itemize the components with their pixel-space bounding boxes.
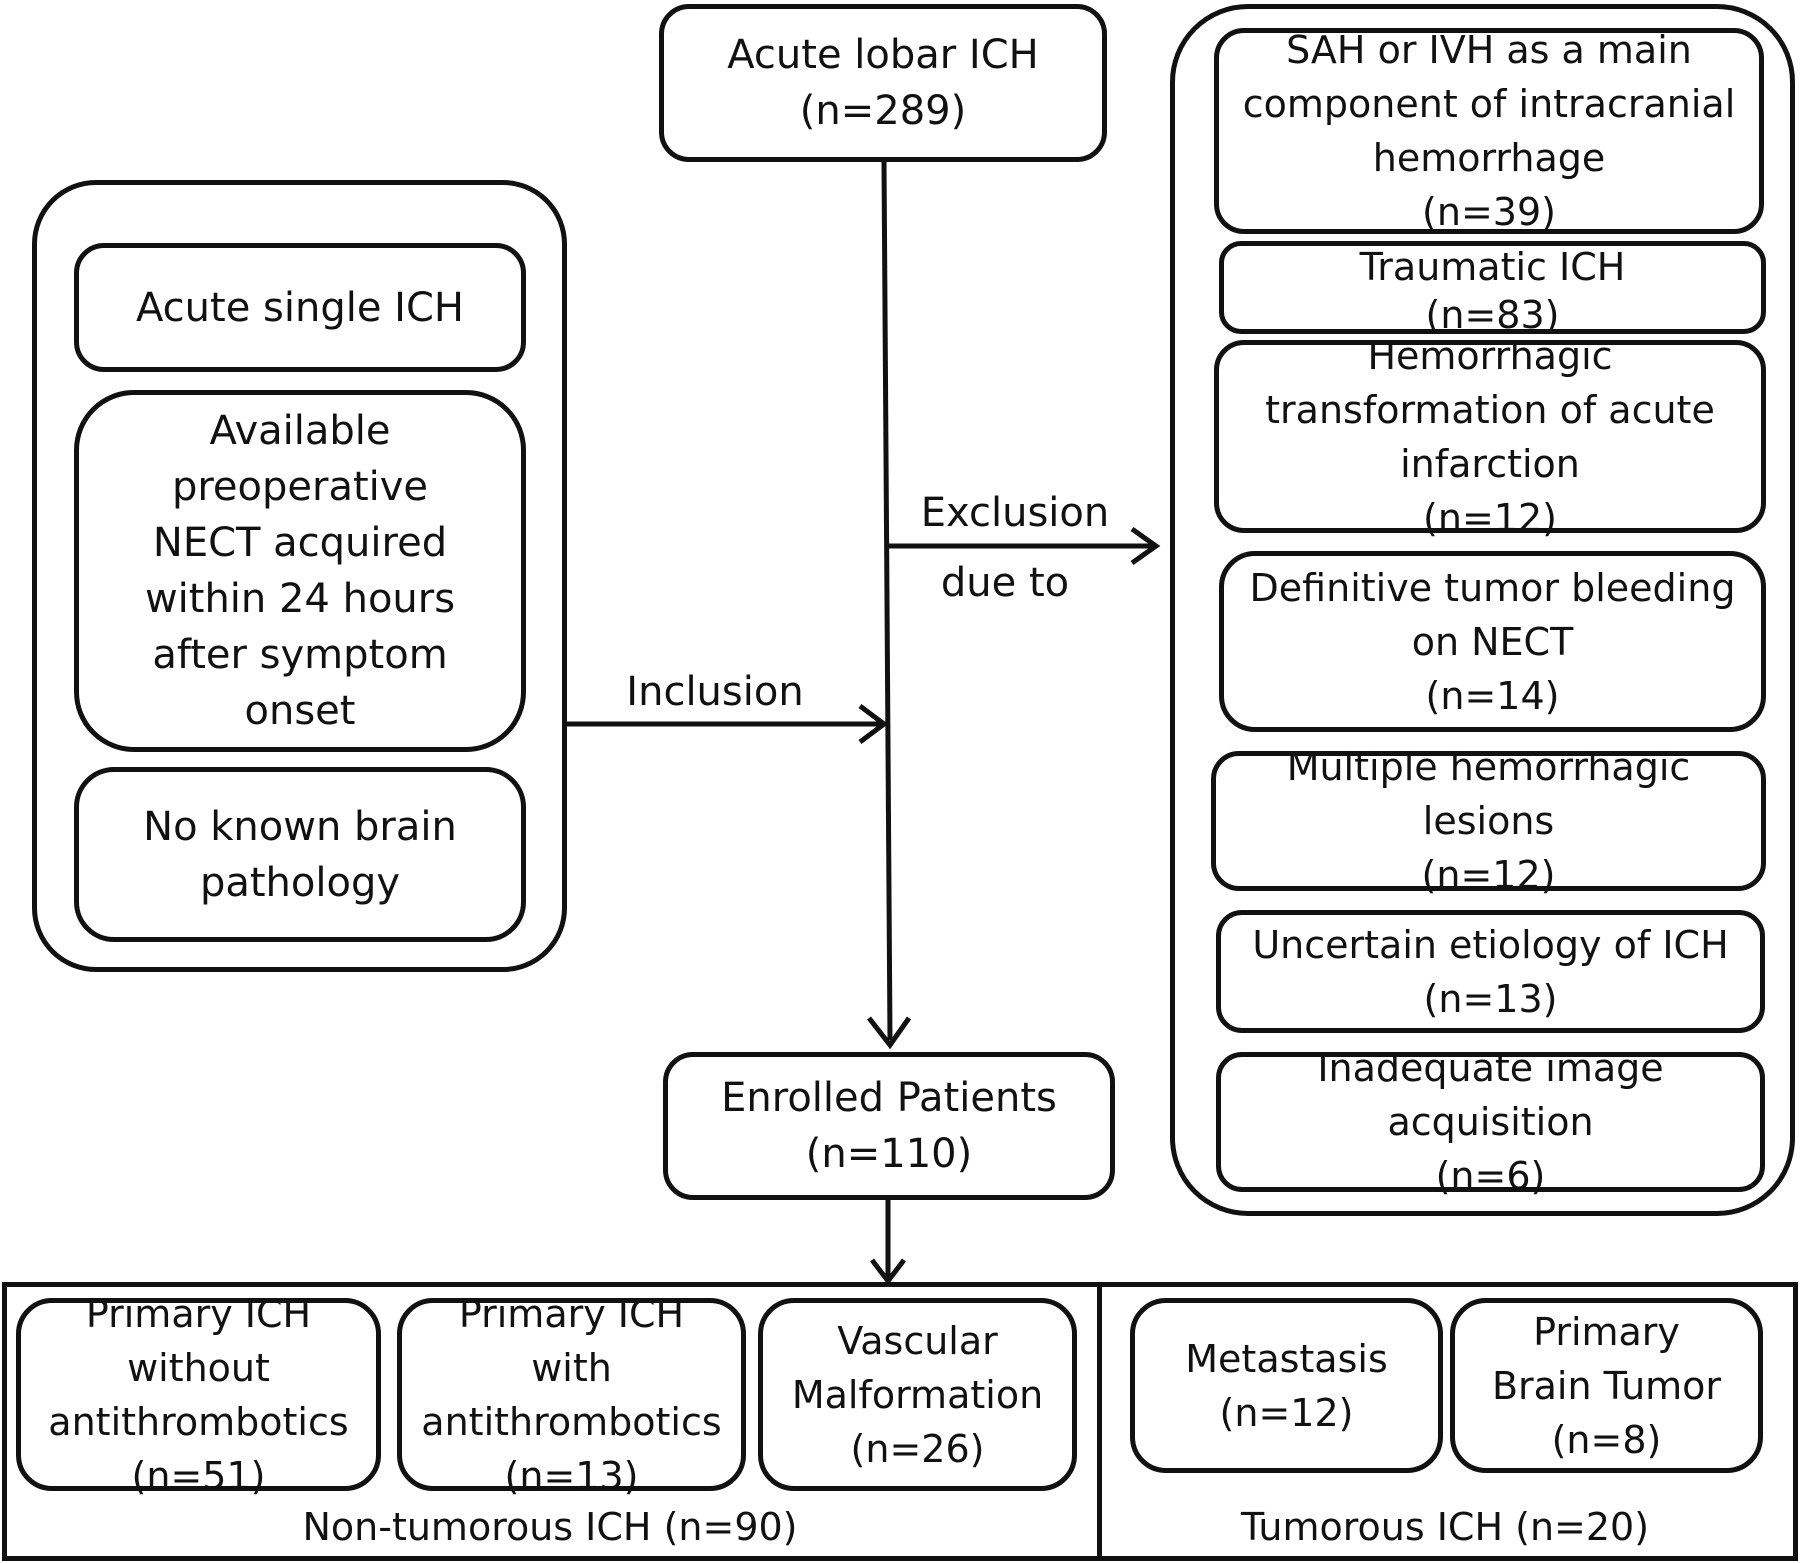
inclusion-label: Inclusion (626, 669, 804, 715)
start-count: (n=289) (799, 88, 967, 134)
main-flow-arrowhead (867, 1016, 912, 1050)
exclusion-count: (n=14) (1425, 673, 1560, 718)
exclusion-label: Exclusion (920, 490, 1110, 536)
enrolled-to-groups-arrowhead (870, 1258, 906, 1286)
category-line: Malformation (791, 1372, 1044, 1417)
tumorous-metastasis: Metastasis (n=12) (1130, 1298, 1443, 1473)
exclusion-uncertain-etiology: Uncertain etiology of ICH (n=13) (1216, 910, 1765, 1033)
criterion-line: onset (244, 688, 356, 734)
category-count: (n=12) (1219, 1390, 1354, 1435)
non-tumorous-primary-with: Primary ICH with antithrombotics (n=13) (397, 1292, 746, 1498)
exclusion-label-due-to: due to (940, 560, 1070, 606)
inclusion-criterion-nect: Available preoperative NECT acquired wit… (74, 390, 526, 752)
enrolled-box: Enrolled Patients (n=110) (663, 1052, 1115, 1200)
exclusion-line: on NECT (1411, 619, 1574, 664)
exclusion-count: (n=6) (1435, 1154, 1546, 1198)
category-line: antithrombotics (421, 1399, 722, 1444)
category-line: Primary ICH (85, 1291, 312, 1336)
category-line: Metastasis (1185, 1336, 1388, 1381)
category-count: (n=26) (850, 1426, 985, 1471)
main-flow-line (881, 161, 893, 1041)
criterion-line: within 24 hours (144, 576, 456, 622)
exclusion-line: Inadequate image (1317, 1046, 1664, 1090)
non-tumorous-label: Non-tumorous ICH (n=90) (302, 1505, 798, 1549)
criterion-line: NECT acquired (152, 520, 448, 566)
exclusion-line: infarction (1400, 441, 1580, 486)
exclusion-arrowhead (1130, 526, 1161, 566)
category-line: without (127, 1345, 270, 1390)
criterion-line: No known brain (143, 803, 457, 850)
exclusion-traumatic: Traumatic ICH (n=83) (1219, 241, 1766, 337)
exclusion-line: hemorrhage (1372, 136, 1606, 180)
exclusion-line: Hemorrhagic (1367, 333, 1613, 378)
criterion-line: after symptom (152, 632, 448, 678)
exclusion-count: (n=83) (1425, 292, 1560, 337)
criterion-line: preoperative (171, 464, 429, 510)
exclusion-count: (n=12) (1421, 853, 1556, 897)
exclusion-hemorrhagic-transformation: Hemorrhagic transformation of acute infa… (1214, 334, 1766, 540)
category-count: (n=13) (504, 1453, 639, 1498)
exclusion-line: Multiple hemorrhagic (1286, 745, 1691, 789)
exclusion-tumor-bleeding: Definitive tumor bleeding on NECT (n=14) (1219, 551, 1766, 732)
tumorous-label: Tumorous ICH (n=20) (1240, 1505, 1650, 1549)
tumorous-group (1097, 1282, 1798, 1561)
category-count: (n=51) (131, 1453, 266, 1498)
exclusion-count: (n=12) (1423, 495, 1557, 540)
category-line: Primary ICH (458, 1291, 685, 1336)
tumorous-primary-brain-tumor: Primary Brain Tumor (n=8) (1450, 1298, 1763, 1473)
category-line: antithrombotics (48, 1399, 349, 1444)
inclusion-criterion-single-ich: Acute single ICH (74, 243, 526, 372)
inclusion-criterion-no-pathology: No known brain pathology (74, 767, 526, 942)
exclusion-line: SAH or IVH as a main (1286, 28, 1692, 72)
exclusion-line: lesions (1422, 799, 1555, 843)
exclusion-multiple-lesions: Multiple hemorrhagic lesions (n=12) (1211, 745, 1766, 897)
category-line: Brain Tumor (1491, 1363, 1722, 1408)
exclusion-line: transformation of acute (1265, 387, 1715, 432)
start-box: Acute lobar ICH (n=289) (659, 4, 1107, 162)
exclusion-sah-ivh: SAH or IVH as a main component of intrac… (1214, 28, 1764, 234)
inclusion-arrowhead (858, 704, 889, 744)
exclusion-inadequate-image: Inadequate image acquisition (n=6) (1216, 1046, 1765, 1198)
category-line: with (531, 1345, 612, 1390)
exclusion-line: component of intracranial (1242, 82, 1736, 126)
exclusion-line: Definitive tumor bleeding (1249, 565, 1736, 610)
exclusion-line: Uncertain etiology of ICH (1252, 922, 1729, 967)
enrolled-count: (n=110) (805, 1131, 973, 1177)
enrolled-label: Enrolled Patients (721, 1075, 1057, 1121)
exclusion-count: (n=13) (1423, 976, 1558, 1021)
exclusion-line: Traumatic ICH (1359, 244, 1626, 289)
criterion-line: Acute single ICH (136, 284, 464, 331)
exclusion-line: acquisition (1387, 1100, 1594, 1144)
start-label: Acute lobar ICH (727, 32, 1039, 78)
non-tumorous-vascular-malformation: Vascular Malformation (n=26) (758, 1298, 1077, 1491)
criterion-line: pathology (199, 859, 401, 906)
category-line: Vascular (837, 1318, 998, 1363)
exclusion-count: (n=39) (1422, 190, 1556, 234)
criterion-line: Available (209, 408, 391, 454)
non-tumorous-primary-without: Primary ICH without antithrombotics (n=5… (16, 1292, 381, 1498)
category-count: (n=8) (1551, 1417, 1662, 1462)
category-line: Primary (1533, 1309, 1680, 1354)
